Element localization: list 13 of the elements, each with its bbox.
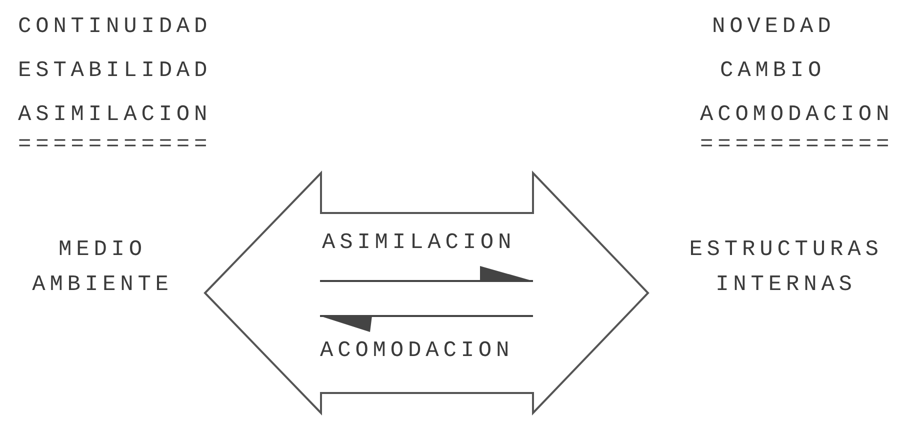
term-text: CONTINUIDAD <box>18 16 212 38</box>
rule-text: =========== <box>18 134 212 156</box>
process-label: ACOMODACION <box>320 340 514 362</box>
rule-text: =========== <box>700 134 894 156</box>
term-text: NOVEDAD <box>712 16 836 38</box>
process-label: ASIMILACION <box>322 232 516 254</box>
term-text: ACOMODACION <box>700 104 894 126</box>
double-arrow <box>204 170 650 416</box>
term-text: ASIMILACION <box>18 104 212 126</box>
node-label: MEDIO AMBIENTE <box>32 236 173 299</box>
term-text: ESTABILIDAD <box>18 60 212 82</box>
term-text: CAMBIO <box>720 60 826 82</box>
node-label: ESTRUCTURAS INTERNAS <box>689 236 883 299</box>
